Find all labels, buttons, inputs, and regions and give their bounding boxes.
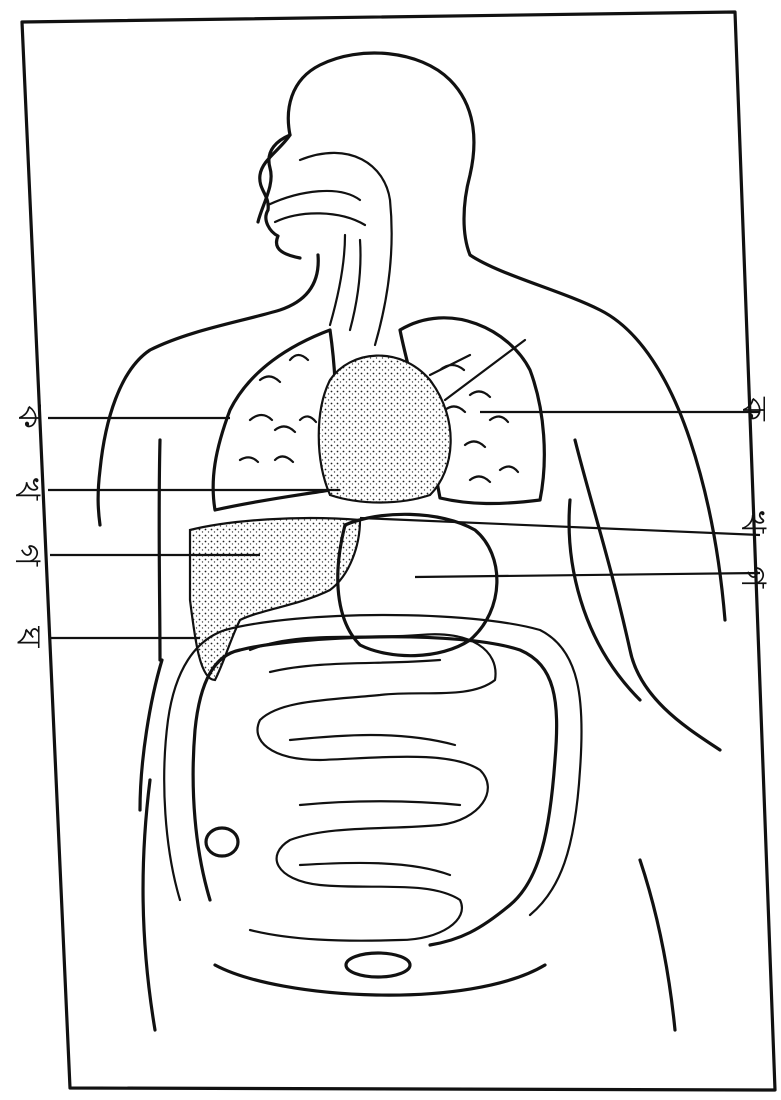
- lung-lobes-left: [240, 355, 316, 462]
- large-intestine-outer: [164, 615, 581, 915]
- right-arm: [575, 440, 720, 750]
- heart: [319, 356, 451, 503]
- label-left-2: খ: [10, 478, 44, 500]
- left-arm: [140, 440, 162, 810]
- label-left-3: গ: [10, 544, 44, 566]
- label-right-3: গ: [736, 566, 770, 588]
- left-lung: [213, 330, 336, 510]
- label-right-2: খ: [736, 511, 770, 533]
- trachea: [300, 153, 392, 345]
- liver: [190, 518, 360, 680]
- appendix: [206, 828, 238, 856]
- right-flank: [640, 860, 675, 1030]
- leader-right-ga: [415, 573, 760, 577]
- large-intestine: [193, 637, 557, 945]
- oral-cavity: [268, 191, 365, 225]
- small-intestine: [250, 634, 496, 940]
- page-frame: [22, 12, 775, 1090]
- leader-right-kha: [360, 518, 760, 535]
- left-flank: [143, 780, 155, 1030]
- label-right-1: ক: [737, 397, 771, 421]
- label-left-4: ঘ: [12, 626, 46, 647]
- label-left-1: ক: [13, 405, 47, 429]
- body-outline-left: [98, 255, 318, 525]
- pelvis-curve: [215, 965, 545, 995]
- esophagus: [330, 235, 361, 330]
- rectum: [346, 953, 410, 977]
